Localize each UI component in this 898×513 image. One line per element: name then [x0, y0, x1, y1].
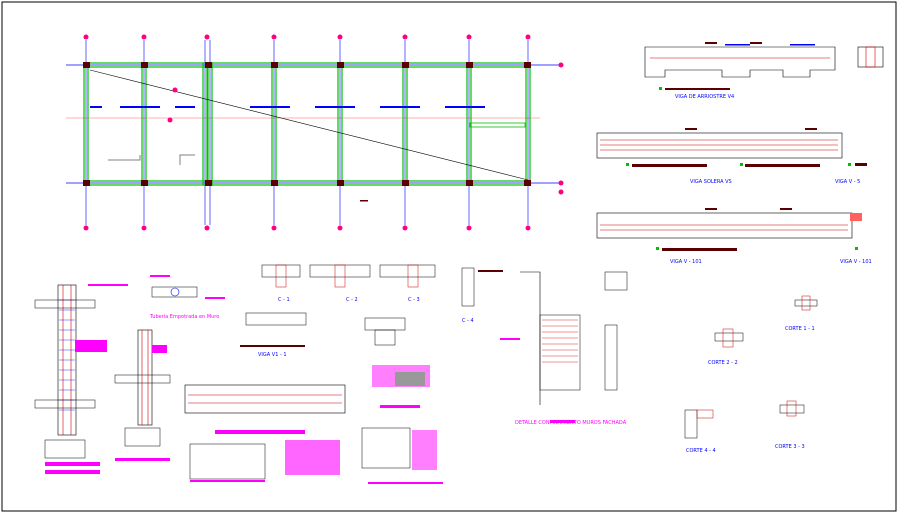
label-viga-v1: VIGA V1 - 1 [258, 352, 287, 358]
tuberia-detail [150, 275, 225, 299]
label-tuberia: Tuberia Empotrada en Muro [149, 314, 219, 320]
beam-elevation-v1 [184, 384, 346, 482]
viga-solera-detail [596, 128, 867, 167]
misc-details [361, 317, 443, 484]
column-elevation-1 [34, 284, 128, 474]
cortes [684, 295, 818, 439]
label-viga-v101b: VIGA V - 101 [840, 259, 872, 265]
label-corte-33: CORTE 3 - 3 [775, 444, 805, 450]
label-viga-v5: VIGA V - 5 [835, 179, 860, 185]
viga-arriostre-detail [644, 42, 884, 90]
label-corte-11: CORTE 1 - 1 [785, 326, 815, 332]
sections-c [240, 264, 503, 347]
label-viga-v101: VIGA V - 101 [670, 259, 702, 265]
label-detalle: DETALLE CONFINAMIENTO MUROS FACHADA [515, 420, 627, 426]
detalle-confinamiento [500, 271, 628, 423]
viga-v101-detail [596, 208, 862, 251]
label-c4: C - 4 [462, 318, 474, 324]
label-viga-solera: VIGA SOLERA VS [690, 179, 732, 185]
label-c3: C - 3 [408, 297, 420, 303]
column-elevation-2 [114, 329, 171, 461]
label-c2: C - 2 [346, 297, 358, 303]
label-viga-arriostre: VIGA DE ARRIOSTRE V4 [675, 94, 734, 100]
foundation-plan [66, 34, 564, 231]
label-corte-22: CORTE 2 - 2 [708, 360, 738, 366]
label-corte-44: CORTE 4 - 4 [686, 448, 716, 454]
label-c1: C - 1 [278, 297, 290, 303]
